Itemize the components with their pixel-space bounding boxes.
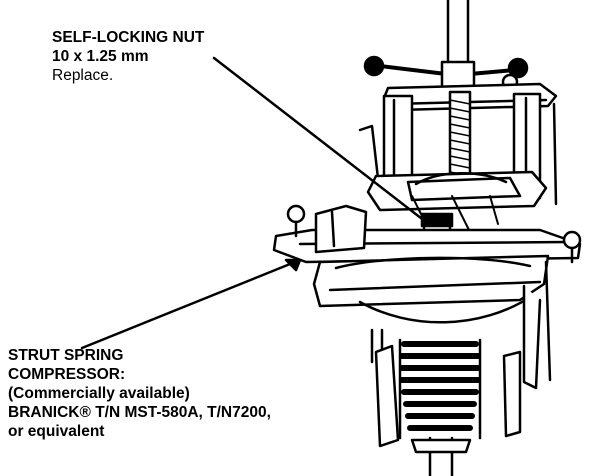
compressor-part-numbers: BRANICK® T/N MST-580A, T/N7200, bbox=[8, 404, 271, 421]
threaded-screw bbox=[448, 90, 472, 180]
leader-lines bbox=[80, 56, 428, 350]
compressor-availability: (Commercially available) bbox=[8, 385, 190, 402]
spring-seat-clamp bbox=[312, 254, 550, 324]
middle-cross-plate bbox=[272, 204, 582, 264]
compressor-equivalent: or equivalent bbox=[8, 423, 105, 440]
nut-size: 10 x 1.25 mm bbox=[52, 48, 149, 65]
nut-title: SELF-LOCKING NUT bbox=[52, 29, 205, 46]
strut-spring-compressor-callout: STRUT SPRING COMPRESSOR: (Commercially a… bbox=[8, 346, 271, 441]
lower-strut-body bbox=[374, 344, 522, 476]
upper-housing bbox=[366, 170, 548, 233]
coil-spring bbox=[398, 338, 482, 440]
lower-frame bbox=[370, 260, 552, 390]
self-locking-nut-callout: SELF-LOCKING NUT 10 x 1.25 mm Replace. bbox=[52, 28, 204, 85]
nut-note: Replace. bbox=[52, 67, 114, 84]
compressor-title: STRUT SPRING bbox=[8, 347, 124, 364]
compressor-title-2: COMPRESSOR: bbox=[8, 366, 126, 383]
